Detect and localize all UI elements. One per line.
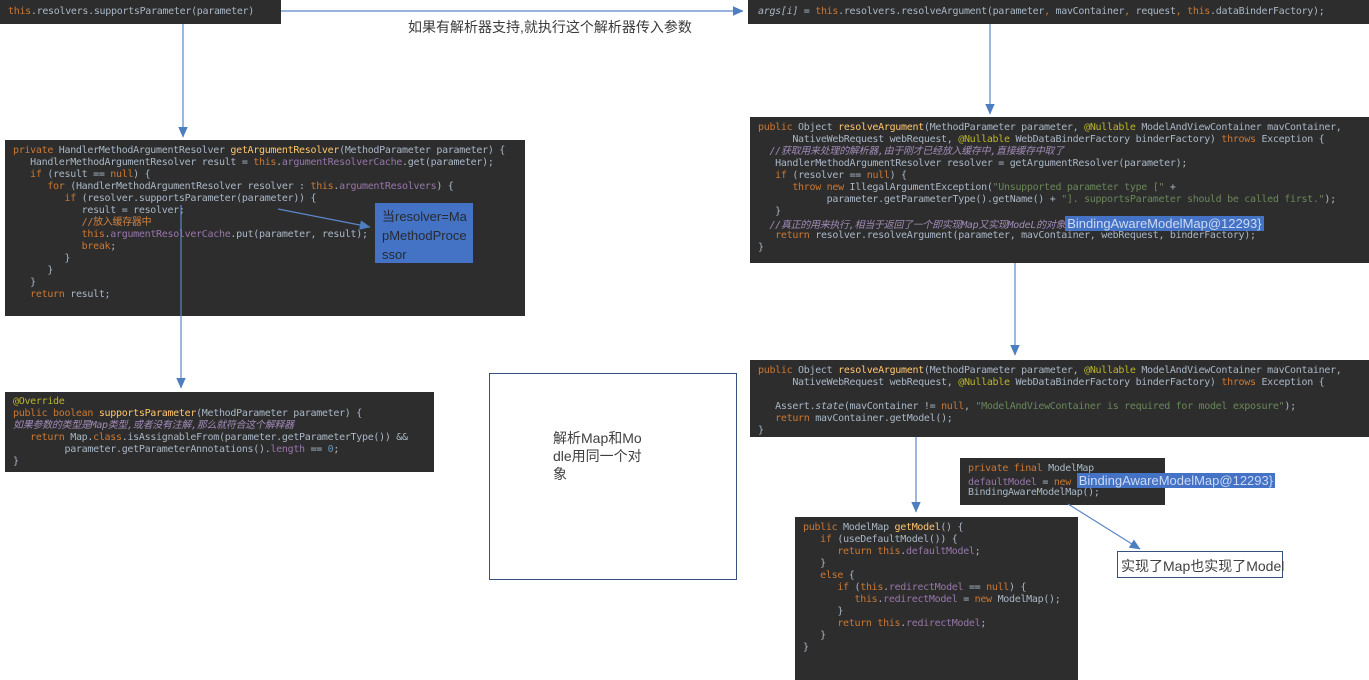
flow-annotation-label: 如果有解析器支持,就执行这个解析器传入参数 [408, 19, 692, 35]
note-same-object[interactable]: 解析Map和Modle用同一个对象 [489, 373, 737, 580]
code-shape-supports-call[interactable]: this.resolvers.supportsParameter(paramet… [0, 0, 281, 24]
arrow-defaultmodel-to-implnote[interactable] [1067, 503, 1141, 550]
code-shape-resolve-call[interactable]: args[i] = this.resolvers.resolveArgument… [748, 0, 1369, 24]
note-implements-map-model[interactable]: 实现了Map也实现了Model [1117, 551, 1284, 578]
code-shape-get-model[interactable]: public ModelMap getModel() { if (useDefa… [795, 517, 1078, 680]
resolver-callout[interactable]: 当resolver=MapMethodProcessor [375, 203, 473, 263]
note-same-object-label: 解析Map和Modle用同一个对象 [553, 430, 642, 482]
code-shape-resolve-argument-model[interactable]: public Object resolveArgument(MethodPara… [750, 360, 1369, 437]
code-shape-resolve-argument-cached[interactable]: public Object resolveArgument(MethodPara… [750, 117, 1369, 263]
